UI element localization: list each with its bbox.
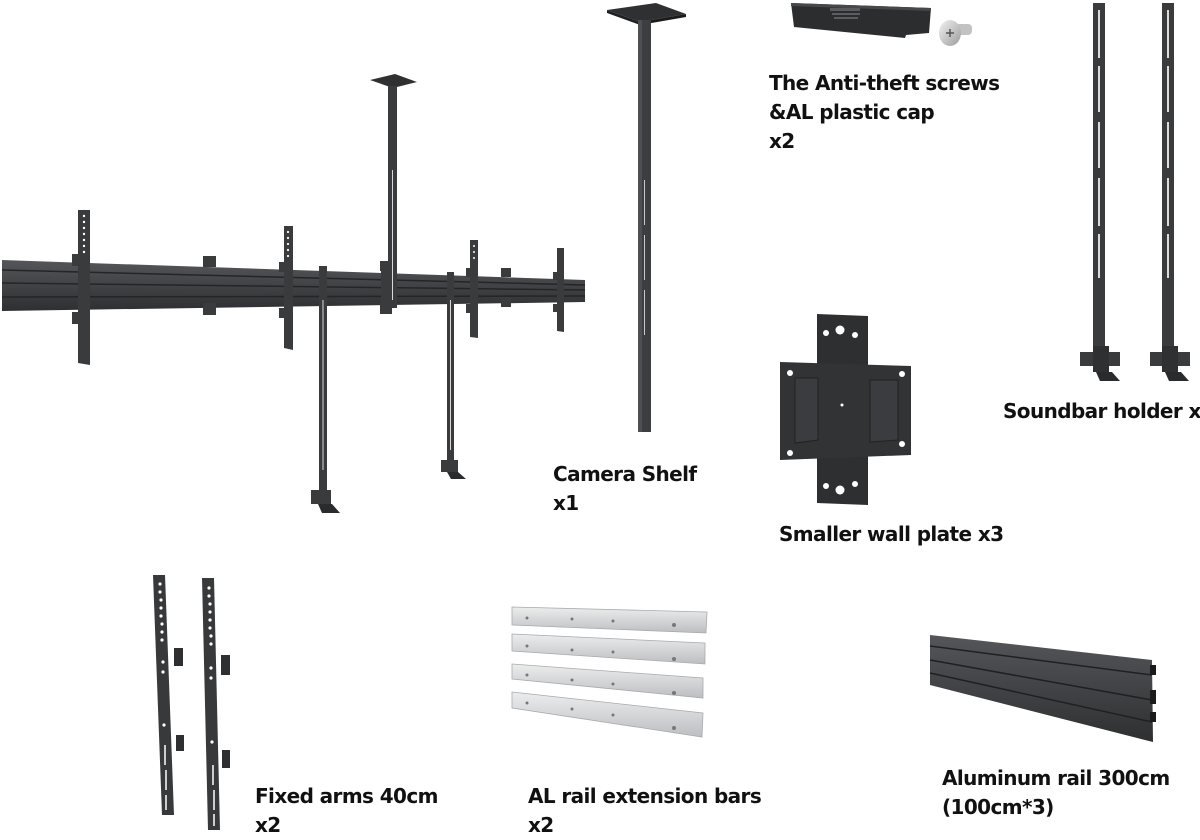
tv-arm (553, 248, 564, 332)
soundbar-post (1080, 3, 1120, 381)
assembled-camera-shelf (370, 74, 417, 308)
assembled-soundbar-leg (311, 266, 340, 513)
aluminum-rail-illustration (929, 635, 1156, 742)
anti-theft-cap-illustration (791, 3, 931, 38)
al-bar (511, 691, 704, 738)
fixed-arms-illustration (153, 575, 230, 830)
soundbar-post (1150, 3, 1190, 381)
al-bar (511, 633, 706, 665)
wall-plate-name: Smaller wall plate x3 (779, 522, 1004, 546)
camera-shelf-label: Camera Shelf x1 (553, 460, 697, 518)
al-bar (511, 606, 708, 634)
screw-icon (939, 20, 972, 46)
aluminum-rail-name: Aluminum rail 300cm (942, 766, 1170, 790)
camera-shelf-name: Camera Shelf (553, 462, 697, 486)
fixed-arms-label: Fixed arms 40cm x2 (255, 782, 438, 840)
fixed-arm (202, 578, 230, 830)
aluminum-rail-label: Aluminum rail 300cm (100cm*3) (942, 764, 1170, 822)
tv-arm (466, 240, 478, 338)
tv-arm (72, 210, 90, 365)
assembled-mount-illustration (1, 74, 586, 513)
al-bar (511, 663, 704, 699)
wall-plate-illustration (780, 314, 911, 505)
fixed-arms-quantity: x2 (255, 813, 281, 837)
al-extension-bars-name: AL rail extension bars (528, 784, 762, 808)
camera-shelf-quantity: x1 (553, 491, 579, 515)
soundbar-holder-illustration (1080, 3, 1190, 381)
anti-theft-screws-label: The Anti-theft screws &AL plastic cap x2 (769, 69, 1000, 156)
assembled-soundbar-leg (441, 272, 466, 479)
anti-theft-screws-name: The Anti-theft screws (769, 71, 1000, 95)
anti-theft-cap-name: &AL plastic cap (769, 100, 935, 124)
al-extension-bars-illustration (511, 606, 708, 738)
camera-shelf-illustration (607, 3, 686, 432)
fixed-arm (153, 575, 184, 815)
soundbar-holder-name: Soundbar holder x1 (1003, 399, 1200, 423)
anti-theft-screws-quantity: x2 (769, 129, 795, 153)
wall-plate-label: Smaller wall plate x3 (779, 520, 1004, 549)
main-rail (1, 260, 586, 311)
al-extension-bars-quantity: x2 (528, 813, 554, 837)
al-extension-bars-label: AL rail extension bars x2 (528, 782, 762, 840)
tv-arm (279, 226, 293, 350)
fixed-arms-name: Fixed arms 40cm (255, 784, 438, 808)
aluminum-rail-detail: (100cm*3) (942, 795, 1054, 819)
soundbar-holder-label: Soundbar holder x1 (1003, 397, 1200, 426)
